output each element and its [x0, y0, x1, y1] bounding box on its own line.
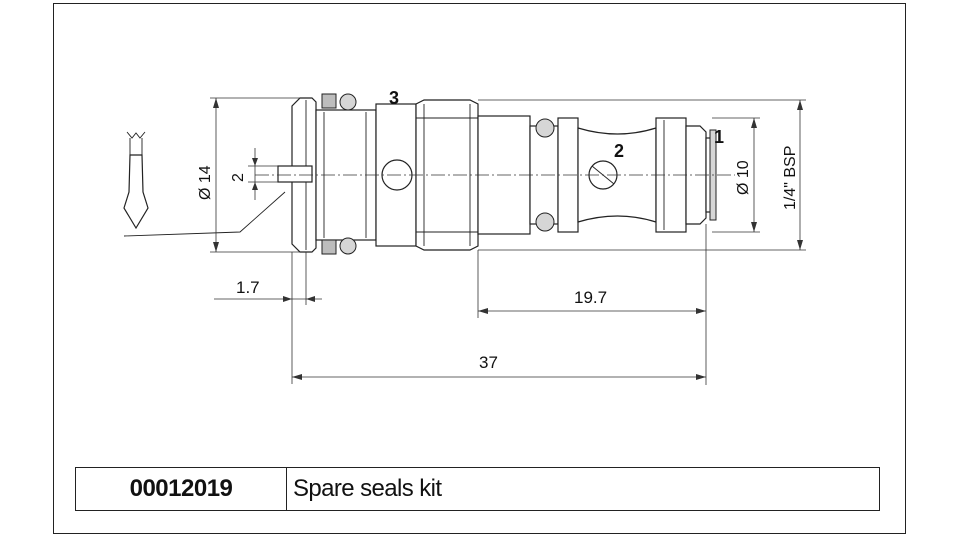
o-ring-top-2	[535, 118, 555, 138]
part-description: Spare seals kit	[293, 475, 442, 502]
dimension-length-37: 37	[479, 353, 498, 372]
o-ring-bottom-3	[339, 237, 357, 255]
dimension-length-19-7: 19.7	[574, 288, 607, 307]
item-label-3: 3	[389, 88, 399, 108]
dimension-dia-14: Ø 14	[197, 165, 214, 200]
backup-ring-top	[321, 93, 337, 109]
screwdriver-icon	[123, 131, 286, 237]
o-ring-bottom-2	[535, 212, 555, 232]
dimension-slot-depth: 1.7	[236, 278, 260, 297]
o-ring-top-3	[339, 93, 357, 111]
dimension-thread: 1/4" BSP	[782, 146, 799, 210]
item-label-1: 1	[714, 127, 724, 147]
drawing-frame	[53, 3, 906, 534]
title-block: 00012019 Spare seals kit	[75, 467, 880, 511]
dimension-dia-10: Ø 10	[735, 160, 752, 195]
item-label-2: 2	[614, 141, 624, 161]
dimension-lines	[210, 97, 806, 385]
dimension-slot-width: 2	[230, 173, 247, 182]
backup-ring-bottom	[321, 239, 337, 255]
part-number: 00012019	[76, 468, 287, 510]
